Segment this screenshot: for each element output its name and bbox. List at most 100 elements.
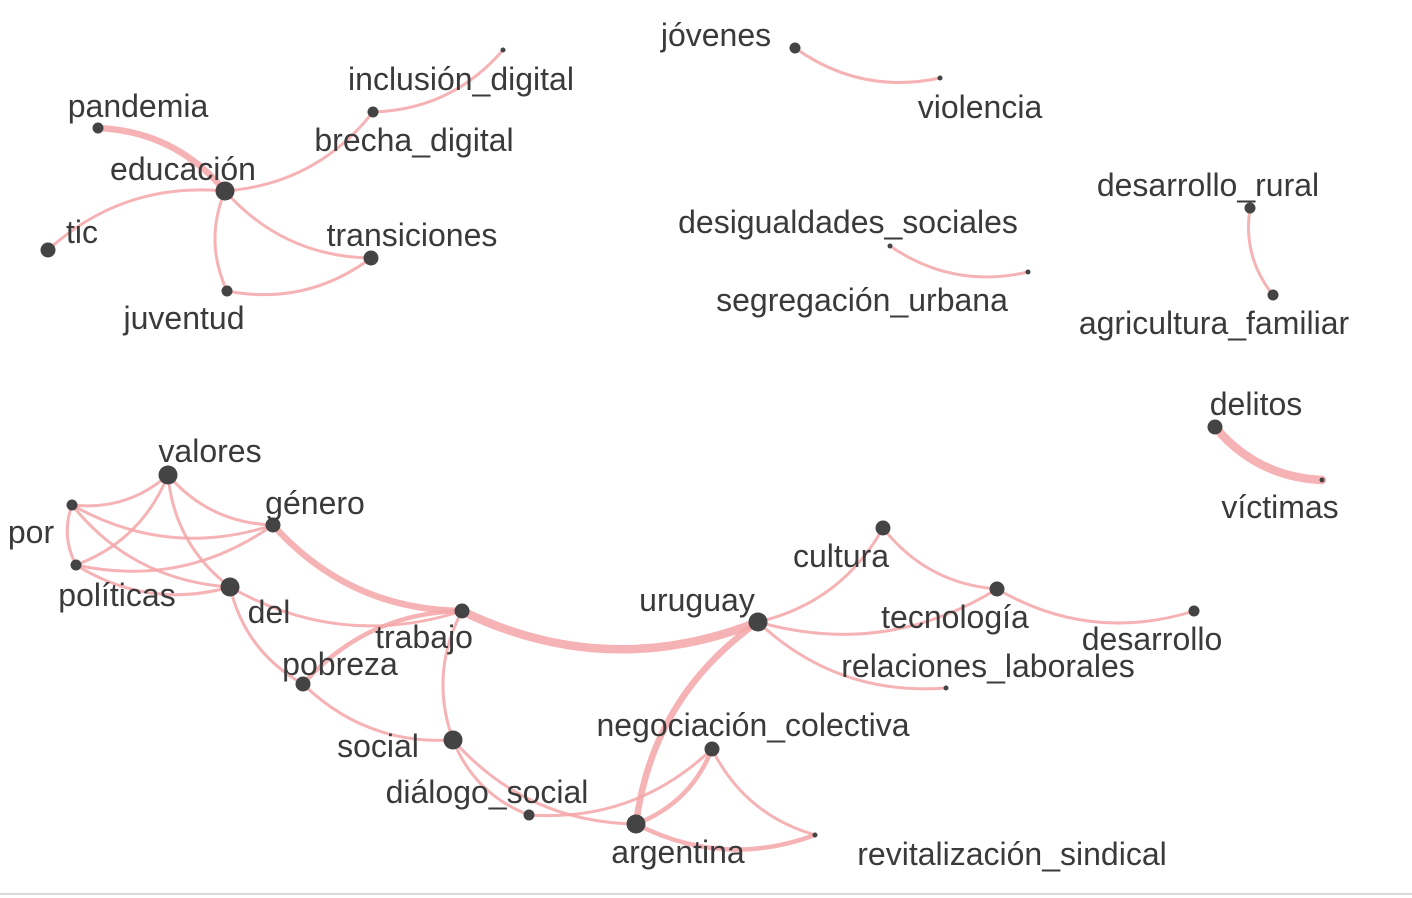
node-pobreza[interactable] [295, 676, 311, 692]
node-label-valores: valores [158, 433, 261, 469]
node-educacion[interactable] [215, 181, 235, 201]
edge-negociacion_colectiva-revitalizacion_sindical [710, 747, 817, 837]
node-uruguay[interactable] [748, 612, 768, 632]
edge-educacion-tic [46, 188, 227, 252]
edge-delitos-victimas [1210, 422, 1327, 485]
node-label-trabajo: trabajo [375, 619, 473, 655]
node-tic[interactable] [40, 242, 56, 258]
node-pandemia[interactable] [92, 122, 104, 134]
node-brecha_digital[interactable] [367, 106, 379, 118]
node-dialogo_social[interactable] [523, 809, 535, 821]
node-label-victimas: víctimas [1221, 489, 1338, 525]
edge-uruguay-argentina [632, 618, 762, 828]
node-genero[interactable] [265, 517, 281, 533]
node-argentina[interactable] [626, 814, 646, 834]
edge-valores-genero [166, 473, 275, 527]
node-delitos[interactable] [1207, 419, 1223, 435]
node-tecnologia[interactable] [989, 581, 1005, 597]
edge-jovenes-violencia [793, 46, 942, 84]
node-social[interactable] [443, 730, 463, 750]
node-label-tecnologia: tecnología [881, 599, 1029, 635]
edge-valores-del [166, 473, 232, 589]
edge-brecha_digital-inclusion_digital [371, 48, 505, 114]
node-jovenes[interactable] [789, 42, 801, 54]
node-politicas[interactable] [70, 559, 82, 571]
edge-politicas-valores [74, 473, 170, 567]
node-label-juventud: juventud [123, 300, 245, 336]
node-agricultura_familiar[interactable] [1267, 289, 1279, 301]
node-cultura[interactable] [875, 520, 891, 536]
edge-por-valores [70, 473, 170, 508]
edge-por-politicas [65, 503, 78, 567]
node-del[interactable] [220, 577, 240, 597]
edge-trabajo-uruguay [457, 606, 763, 654]
node-label-desarrollo_rural: desarrollo_rural [1097, 167, 1319, 203]
edge-social-dialogo_social [451, 738, 531, 817]
node-label-tic: tic [66, 214, 98, 250]
edge-educacion-pandemia [94, 124, 229, 195]
node-transiciones[interactable] [363, 250, 379, 266]
node-label-politicas: políticas [58, 577, 175, 613]
edge-uruguay-cultura [756, 526, 885, 624]
edge-politicas-del [74, 563, 232, 597]
edge-social-argentina [451, 738, 638, 826]
node-label-jovenes: jóvenes [660, 17, 771, 53]
node-por[interactable] [66, 499, 78, 511]
edge-por-del [70, 503, 232, 589]
edge-dialogo_social-negociacion_colectiva [527, 747, 714, 818]
labels-layer: pandemia educación tic inclusión_digitalbre… [8, 17, 1350, 872]
edge-educacion-transiciones [223, 189, 373, 260]
edge-trabajo-pobreza [300, 608, 465, 687]
node-label-delitos: delitos [1210, 386, 1303, 422]
node-desarrollo_rural[interactable] [1244, 202, 1256, 214]
nodes-layer [40, 42, 1325, 838]
node-valores[interactable] [158, 465, 178, 485]
node-label-del: del [248, 594, 291, 630]
node-label-cultura: cultura [793, 538, 889, 574]
node-label-social: social [337, 728, 419, 764]
edge-politicas-genero [74, 523, 275, 573]
node-label-inclusion_digital: inclusión_digital [348, 61, 574, 97]
node-label-brecha_digital: brecha_digital [314, 122, 513, 158]
node-violencia[interactable] [937, 75, 943, 81]
edge-tecnologia-desarrollo [995, 587, 1196, 625]
node-inclusion_digital[interactable] [500, 47, 506, 53]
edge-desarrollo_rural-agricultura_familiar [1246, 206, 1275, 297]
node-label-argentina: argentina [611, 834, 745, 870]
node-label-segregacion_urbana: segregación_urbana [716, 282, 1008, 318]
node-label-uruguay: uruguay [639, 582, 755, 618]
node-desarrollo[interactable] [1188, 605, 1200, 617]
node-label-relaciones_laborales: relaciones_laborales [841, 648, 1135, 684]
node-label-pandemia: pandemia [68, 88, 209, 124]
node-revitalizacion_sindical[interactable] [812, 832, 818, 838]
edge-por-genero [70, 503, 275, 540]
edge-uruguay-tecnologia [756, 587, 999, 636]
node-label-educacion: educación [110, 151, 256, 187]
edge-educacion-juventud [213, 189, 229, 293]
edge-pobreza-social [301, 682, 455, 742]
edges-layer [46, 46, 1327, 852]
node-label-negociacion_colectiva: negociación_colectiva [596, 707, 909, 743]
node-desigualdades_sociales[interactable] [887, 243, 893, 249]
node-label-revitalizacion_sindical: revitalización_sindical [857, 836, 1166, 872]
edge-desigualdades_sociales-segregacion_urbana [888, 244, 1030, 279]
edge-trabajo-social [441, 609, 464, 742]
edge-argentina-negociacion_colectiva [633, 746, 715, 827]
edge-juventud-transiciones [225, 256, 373, 297]
node-label-agricultura_familiar: agricultura_familiar [1079, 305, 1350, 341]
node-segregacion_urbana[interactable] [1025, 269, 1031, 275]
node-label-desarrollo: desarrollo [1082, 621, 1223, 657]
node-victimas[interactable] [1319, 477, 1325, 483]
edge-cultura-tecnologia [881, 526, 999, 591]
node-label-pobreza: pobreza [282, 646, 398, 682]
node-negociacion_colectiva[interactable] [704, 741, 720, 757]
edge-genero-trabajo [269, 521, 466, 615]
edge-argentina-revitalizacion_sindical [633, 821, 818, 852]
node-label-violencia: violencia [918, 89, 1043, 125]
edge-uruguay-relaciones_laborales [756, 620, 948, 691]
node-relaciones_laborales[interactable] [943, 685, 949, 691]
node-juventud[interactable] [221, 285, 233, 297]
node-trabajo[interactable] [454, 603, 470, 619]
node-label-por: por [8, 514, 55, 550]
edge-del-trabajo [228, 585, 464, 628]
